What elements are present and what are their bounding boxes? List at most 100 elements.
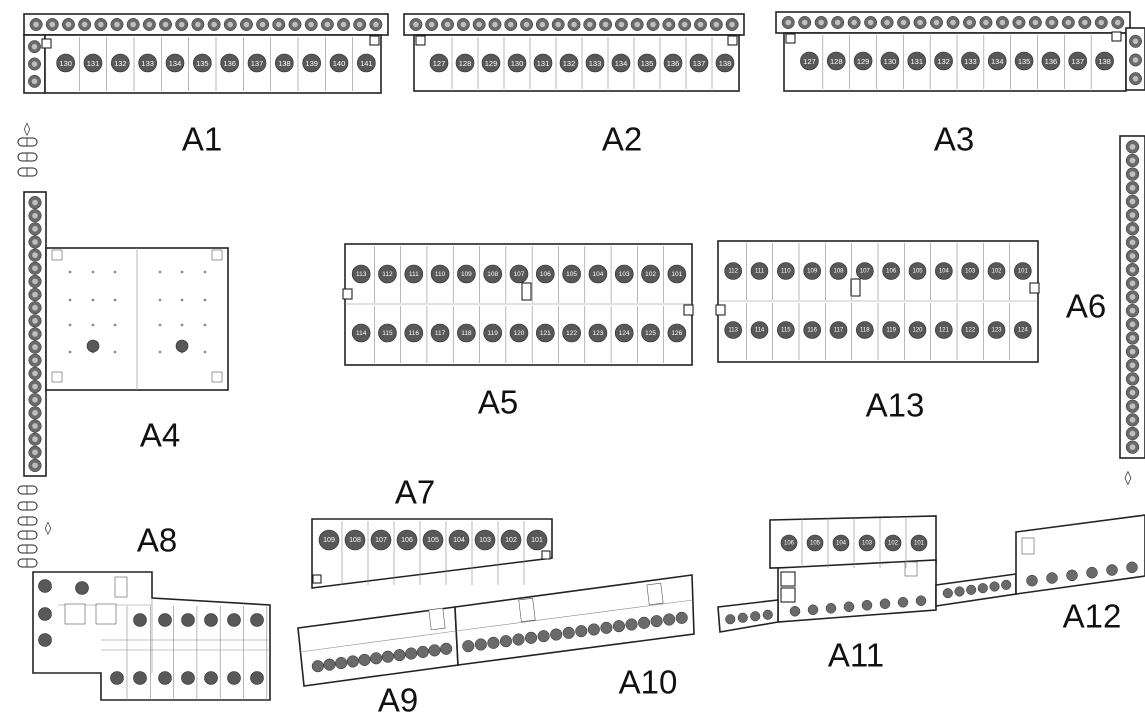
unit-marker [429,53,449,73]
unit-marker [351,323,371,343]
unit-marker [378,323,397,343]
unit-marker [133,671,147,685]
unit-number: 131 [87,59,100,68]
unit-marker [961,321,979,339]
unit-marker [110,671,124,685]
unit-marker [138,53,157,73]
unit-number: 129 [857,57,870,66]
unit-marker [989,581,1000,592]
unit-number: 130 [59,59,72,68]
label-a4: A4 [140,417,180,454]
unit-number: 136 [1045,57,1058,66]
unit-marker [220,53,239,73]
unit-marker [428,644,441,657]
unit-marker [525,631,538,644]
unit-marker [907,51,927,71]
unit-number: 106 [784,541,795,547]
unit-marker [725,614,736,625]
vehicle-icons-left: ◊◊ [17,122,52,568]
unit-marker [250,671,264,685]
unit-number: 136 [223,59,236,68]
unit-marker [856,262,874,280]
unit-marker [1086,566,1098,579]
unit-marker [641,323,660,343]
block-a4-unit [86,339,100,353]
unit-marker [396,529,418,551]
label-a5: A5 [478,384,518,421]
unit-number: 123 [592,330,603,337]
unit-marker [487,636,500,649]
unit-marker [422,529,444,551]
block-a9[interactable] [297,606,459,687]
block-a10-units [462,611,688,653]
unit-number: 121 [540,330,551,337]
block-a8[interactable] [32,571,271,701]
unit-marker [832,534,850,552]
unit-number: 102 [888,541,899,547]
vehicle-icon [17,501,38,511]
block-a10[interactable] [454,574,695,666]
unit-number: 106 [401,537,413,544]
unit-marker [158,671,172,685]
label-a8: A8 [137,522,177,559]
block-a12[interactable] [1015,514,1145,595]
label-a3: A3 [934,121,974,158]
unit-marker [942,588,953,599]
unit-marker [204,613,218,627]
unit-marker [227,613,241,627]
unit-marker [861,600,873,611]
unit-marker [879,598,891,609]
unit-marker [882,321,900,339]
block-a8-main [32,571,271,701]
unit-marker [562,626,575,639]
label-a1: A1 [182,121,222,158]
unit-marker [75,581,89,595]
block-a8-units [38,579,268,700]
block-a2-stair [415,35,426,46]
block-a1-strip-units [28,18,383,88]
unit-number: 133 [964,57,977,66]
unit-marker [829,321,848,339]
block-a1-stair [369,35,380,46]
unit-marker [915,595,927,606]
unit-marker [1001,579,1012,590]
block-a6[interactable] [1119,135,1145,459]
unit-marker [455,53,475,73]
unit-number: 138 [1098,57,1111,66]
unit-marker [1026,574,1038,587]
unit-marker [954,586,965,597]
unit-number: 107 [860,269,871,275]
unit-number: 112 [728,269,738,275]
unit-marker [440,642,453,655]
unit-number: 137 [693,59,706,68]
unit-number: 118 [461,330,472,337]
unit-number: 111 [755,269,765,275]
unit-marker [507,53,527,73]
unit-number: 111 [409,271,419,278]
unit-number: 133 [589,59,602,68]
unit-marker [275,53,294,73]
unit-number: 132 [937,57,950,66]
unit-marker [416,645,429,659]
unit-marker [526,529,548,551]
block-a4[interactable] [23,191,229,477]
unit-marker [509,323,529,343]
unit-marker [910,534,928,552]
unit-marker [181,671,195,685]
unit-number: 118 [860,328,870,334]
unit-number: 137 [251,59,264,68]
unit-marker [344,529,366,551]
unit-number: 106 [540,271,551,278]
unit-marker [825,603,837,614]
unit-number: 109 [323,537,335,544]
unit-marker [1126,561,1138,574]
